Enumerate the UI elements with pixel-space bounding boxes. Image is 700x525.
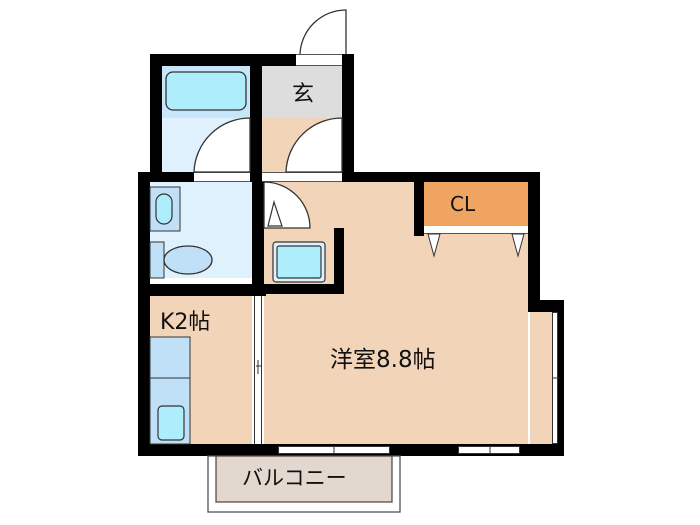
kitchen-label: K2帖	[160, 310, 211, 335]
closet-label: CL	[450, 192, 476, 216]
balcony-label: バルコニー	[242, 466, 347, 490]
entrance-label: 玄	[292, 82, 315, 107]
wall	[138, 284, 266, 296]
wall	[138, 172, 194, 182]
wall	[342, 172, 540, 182]
closet-floor	[424, 182, 528, 226]
balcony-window-2[interactable]	[458, 446, 520, 454]
wall	[138, 172, 150, 456]
wall	[264, 284, 344, 294]
wall	[528, 300, 562, 312]
wall	[414, 172, 424, 236]
wall	[252, 182, 264, 296]
closet-door-rail	[424, 226, 528, 234]
bay-floor	[530, 312, 554, 444]
wall	[150, 54, 162, 182]
wall	[342, 54, 354, 182]
entrance-floor	[262, 66, 342, 118]
wall	[250, 54, 262, 182]
western-room-label: 洋室8.8帖	[330, 347, 436, 373]
entrance-door-opening	[296, 54, 342, 66]
wall	[334, 228, 344, 294]
wall	[528, 172, 540, 302]
wall	[556, 300, 564, 450]
